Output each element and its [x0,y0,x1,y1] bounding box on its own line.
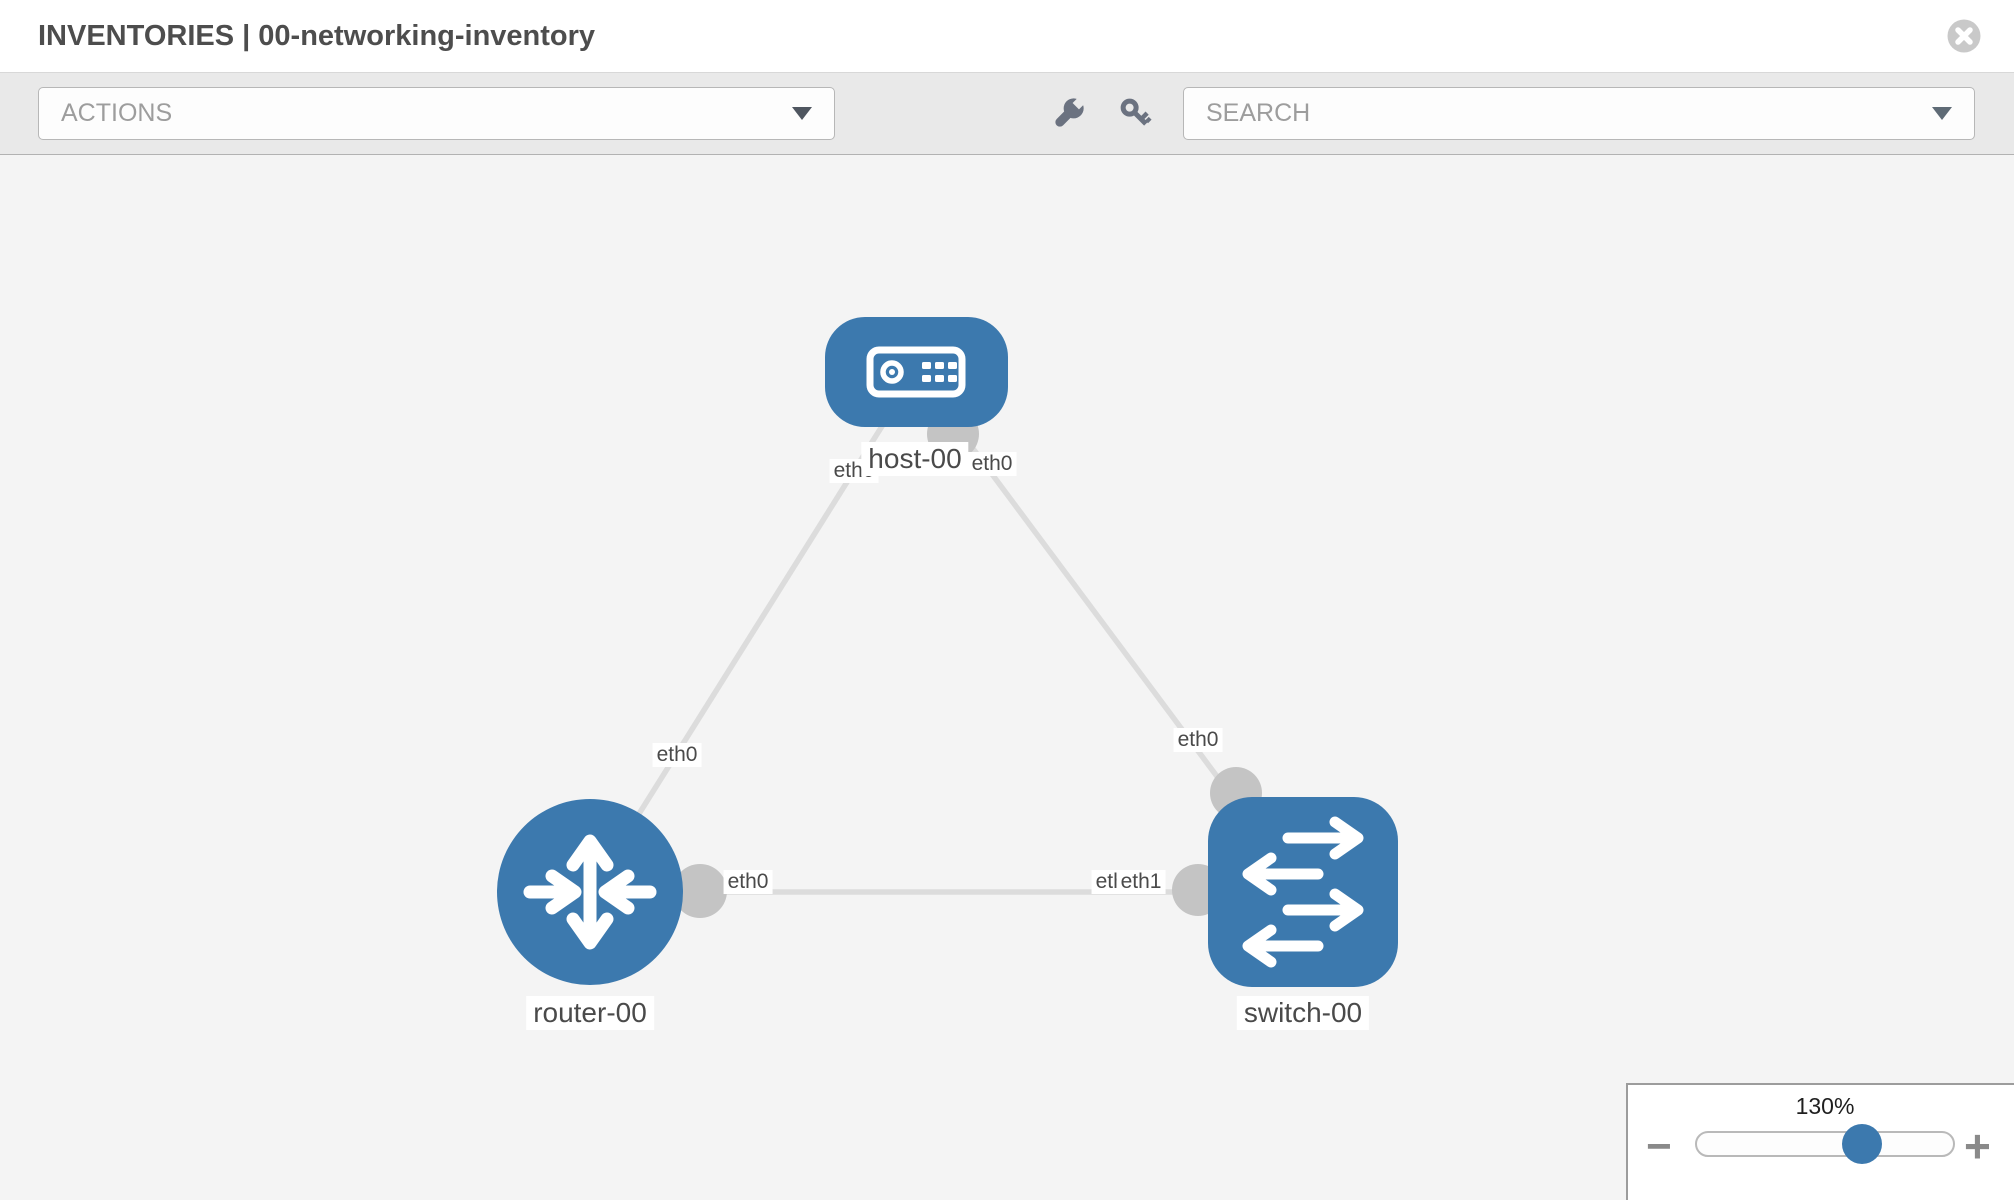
interface-connectors [673,408,1262,918]
topology-canvas[interactable]: eth0 eth0 eth0 eth0 eth0 eth0 eth1 host-… [0,155,2014,1200]
interface-label: eth0 [723,870,773,894]
app-header: INVENTORIES | 00-networking-inventory [0,0,2014,73]
chevron-down-icon [792,107,812,120]
zoom-out-button[interactable]: − [1646,1122,1672,1171]
zoom-percent-value: 130% [1795,1093,1855,1119]
x-circle-icon [1947,19,1981,53]
search-dropdown[interactable]: SEARCH [1183,87,1975,140]
node-label-host: host-00 [861,442,969,476]
node-host-00[interactable] [825,317,1008,427]
topology-svg [497,317,1398,987]
router-icon [523,834,657,950]
zoom-slider-knob[interactable] [1842,1124,1882,1164]
zoom-control-panel: 130% − + [1626,1083,2014,1200]
interface-label: eth0 [652,743,702,767]
key-icon [1120,98,1152,126]
node-switch-00[interactable] [1208,797,1398,987]
chevron-down-icon [1932,107,1952,120]
zoom-slider-track[interactable] [1695,1131,1955,1157]
node-label-switch: switch-00 [1236,996,1370,1030]
node-router-00[interactable] [497,799,683,985]
interface-label: eth1 [1116,870,1166,894]
interface-label: eth0 [967,452,1017,476]
toolbar: ACTIONS SEARC [0,73,2014,155]
credentials-button[interactable] [1117,95,1155,133]
actions-dropdown[interactable]: ACTIONS [38,87,835,140]
wrench-icon [1055,95,1087,127]
actions-dropdown-label: ACTIONS [61,99,173,127]
zoom-in-button[interactable]: + [1964,1120,1991,1172]
page-title: INVENTORIES | 00-networking-inventory [38,20,596,52]
interface-label: eth0 [1173,728,1223,752]
switch-icon [1242,816,1364,968]
configure-button[interactable] [1049,95,1087,133]
node-label-router: router-00 [526,996,654,1030]
connector-router-eth0 [673,864,727,918]
host-icon [866,346,966,398]
search-placeholder: SEARCH [1206,99,1311,127]
close-button[interactable] [1946,18,1982,54]
